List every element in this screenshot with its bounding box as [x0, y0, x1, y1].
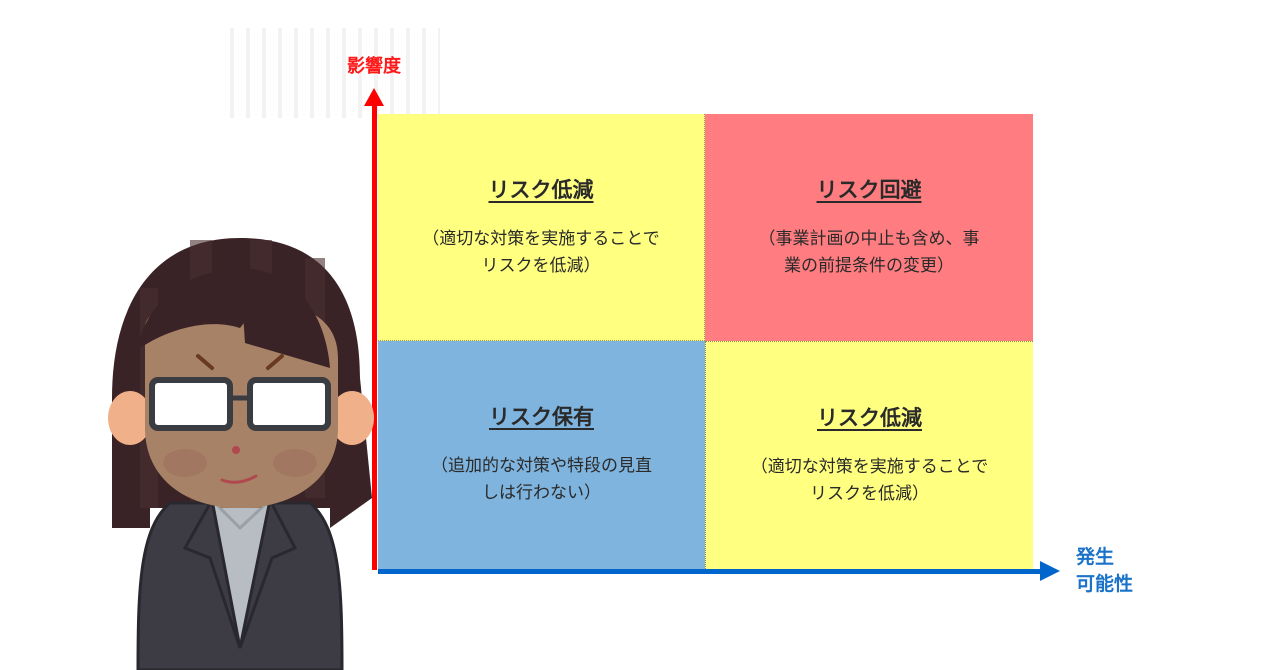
quadrant-description: （適切な対策を実施することで リスクを低減）: [706, 454, 1033, 508]
quadrant-top-right: リスク回避 （事業計画の中止も含め、事 業の前提条件の変更）: [705, 114, 1033, 341]
desc-line: （事業計画の中止も含め、事: [758, 229, 980, 249]
quadrant-title: リスク保有: [489, 405, 594, 429]
quadrant-description: （追加的な対策や特段の見直 しは行わない）: [378, 453, 705, 507]
quadrant-description: （事業計画の中止も含め、事 業の前提条件の変更）: [705, 226, 1033, 280]
y-axis-label: 影響度: [347, 56, 401, 77]
x-axis-label-line: 可能性: [1076, 573, 1134, 595]
risk-matrix: リスク低減 （適切な対策を実施することで リスクを低減） リスク回避 （事業計画…: [378, 114, 1033, 569]
desc-line: （適切な対策を実施することで: [750, 457, 989, 477]
desc-line: リスクを低減）: [481, 256, 601, 276]
businesswoman-illustration-icon: [108, 238, 374, 670]
quadrant-title: リスク低減: [817, 406, 922, 430]
quadrant-bottom-left: リスク保有 （追加的な対策や特段の見直 しは行わない）: [378, 341, 705, 569]
quadrant-title: リスク低減: [488, 178, 594, 202]
y-axis-arrow-up-icon: [364, 88, 384, 106]
desc-line: リスクを低減）: [810, 484, 929, 504]
x-axis-line: [378, 569, 1042, 574]
desc-line: （追加的な対策や特段の見直: [431, 456, 652, 476]
desc-line: （適切な対策を実施することで: [422, 229, 660, 249]
quadrant-bottom-right: リスク低減 （適切な対策を実施することで リスクを低減）: [705, 341, 1033, 569]
desc-line: 業の前提条件の変更）: [784, 256, 954, 276]
quadrant-title: リスク回避: [816, 178, 922, 202]
x-axis-label: 発生 可能性: [1076, 544, 1133, 598]
faint-background-artifact: [230, 28, 440, 118]
x-axis-arrow-right-icon: [1040, 561, 1060, 581]
desc-line: しは行わない）: [482, 483, 601, 503]
x-axis-label-line: 発生: [1076, 546, 1115, 568]
y-axis-line: [372, 104, 377, 570]
quadrant-description: （適切な対策を実施することで リスクを低減）: [378, 226, 704, 280]
quadrant-top-left: リスク低減 （適切な対策を実施することで リスクを低減）: [378, 114, 705, 341]
